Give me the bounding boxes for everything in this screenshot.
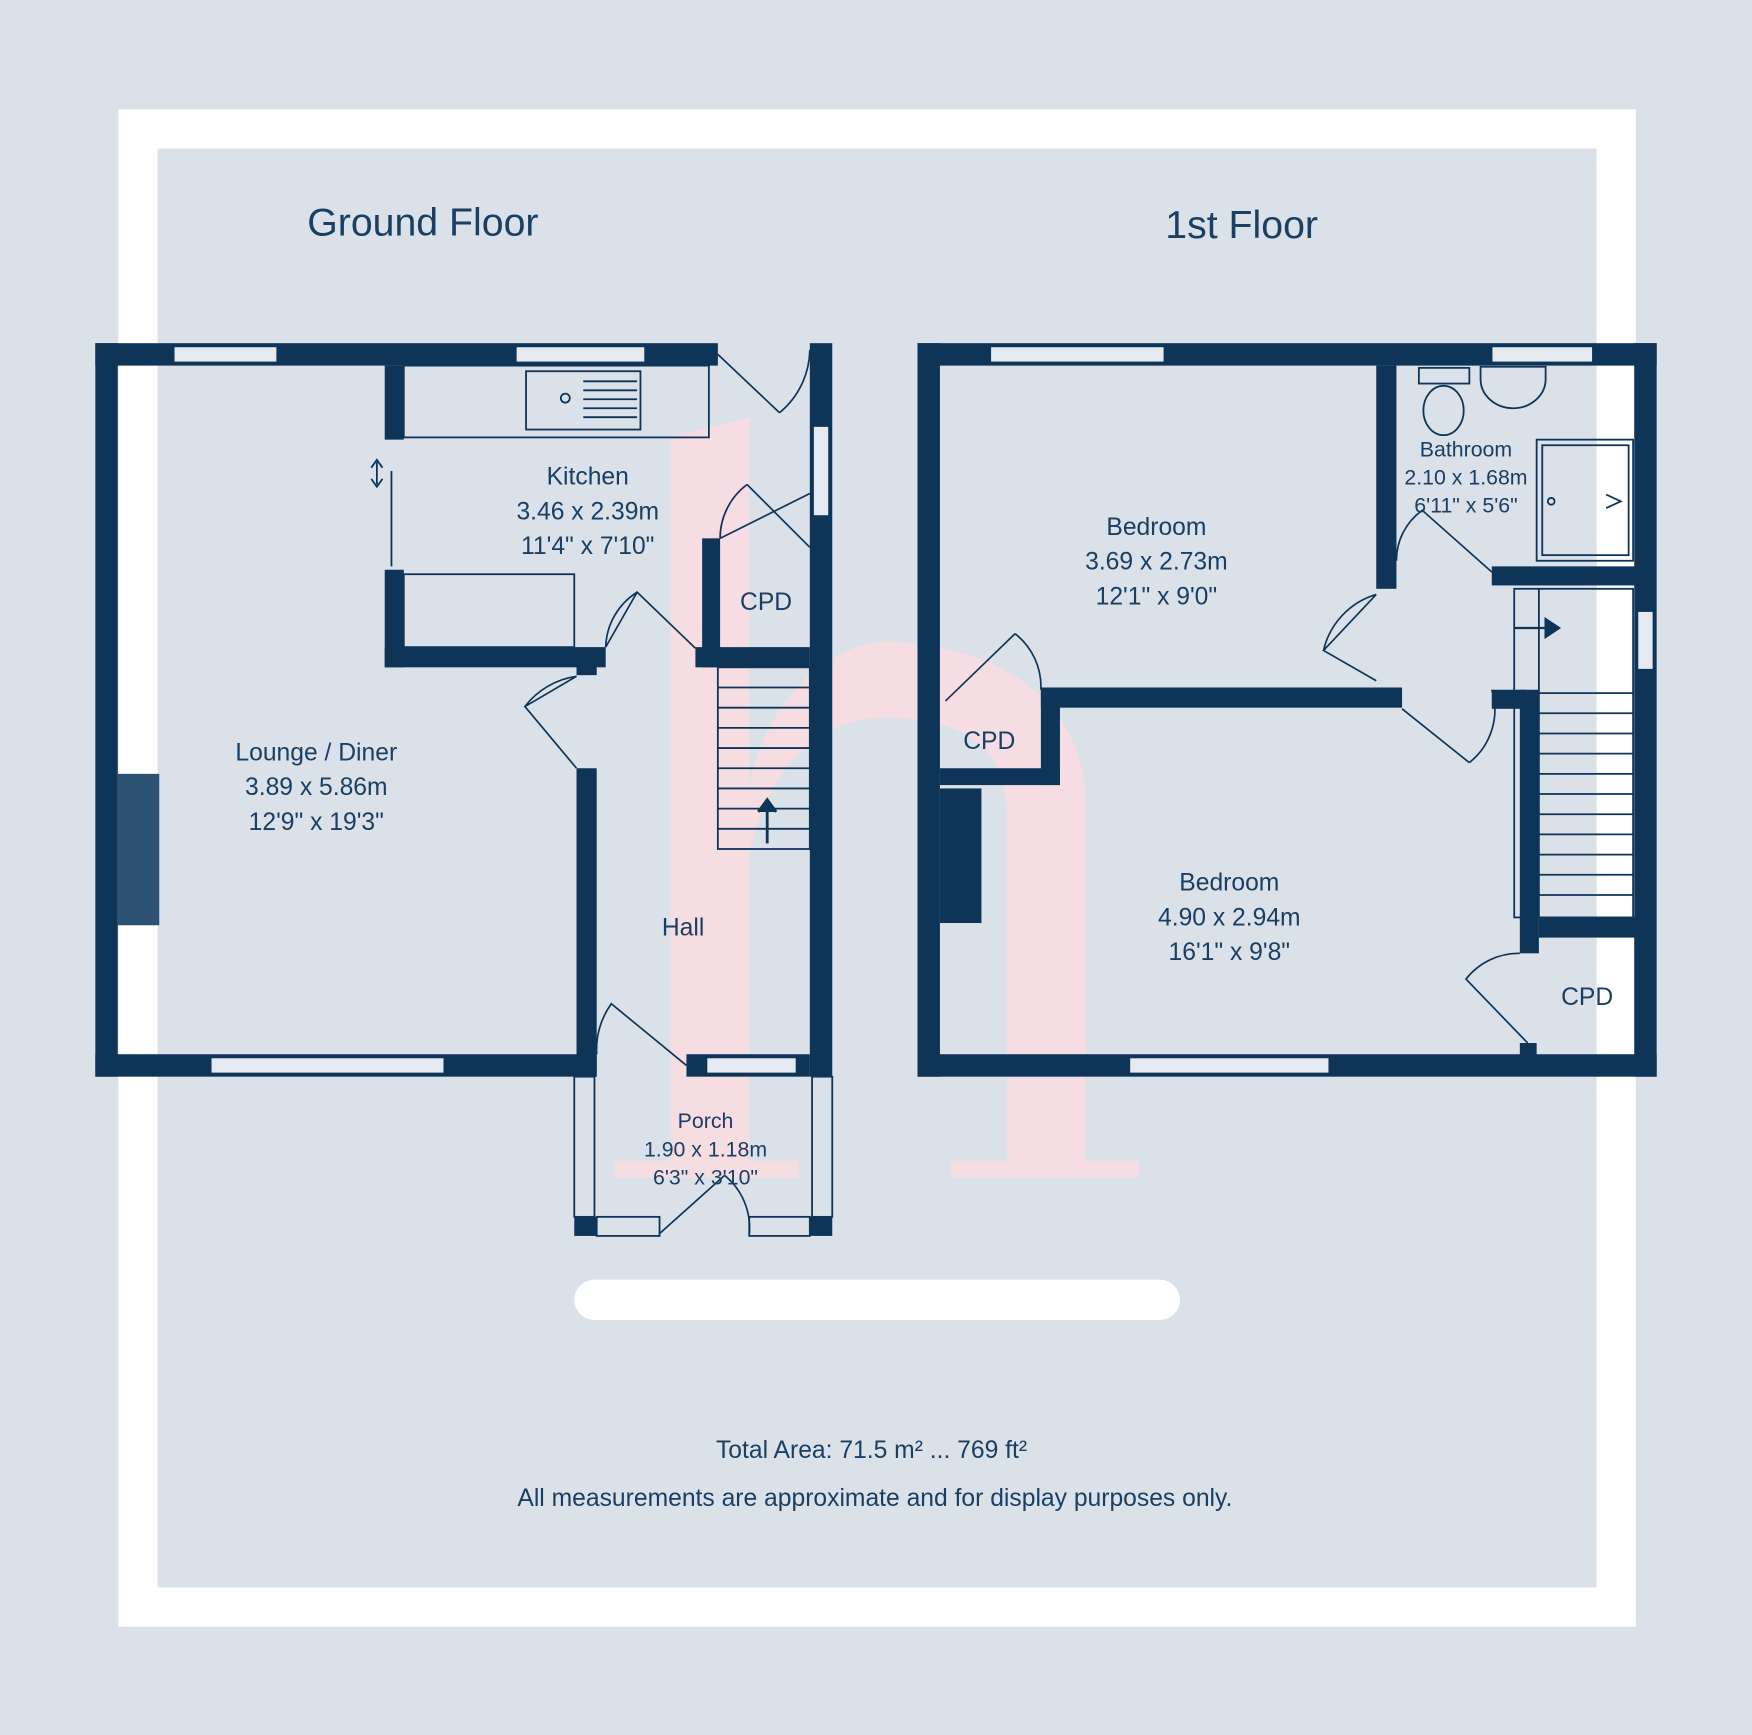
room-name: Lounge / Diner — [235, 739, 397, 766]
lounge-door[interactable] — [523, 675, 578, 769]
room-name: CPD — [963, 728, 1015, 755]
cpd-door[interactable] — [944, 632, 1042, 702]
first-floor-title: 1st Floor — [1165, 203, 1318, 247]
window — [1491, 345, 1594, 363]
toilet-icon — [1417, 366, 1471, 385]
disclaimer: All measurements are approximate and for… — [517, 1485, 1232, 1512]
room-metric: 4.90 x 2.94m — [1158, 904, 1301, 931]
kitchen-worktop — [402, 364, 710, 439]
ground-floor-plan: Kitchen 3.46 x 2.39m 11'4" x 7'10" CPD L… — [95, 343, 834, 1237]
room-name: Porch — [678, 1109, 734, 1133]
room-imperial: 6'3" x 3'10" — [653, 1165, 758, 1189]
bedroom-door[interactable] — [1322, 593, 1377, 682]
room-metric: 3.89 x 5.86m — [245, 774, 388, 801]
chimney-breast — [939, 788, 982, 924]
cpd-door[interactable] — [719, 483, 811, 548]
staircase — [716, 666, 811, 850]
room-metric: 3.46 x 2.39m — [516, 498, 659, 525]
kitchen-door[interactable] — [604, 590, 696, 649]
fireplace — [117, 773, 160, 926]
window — [1128, 1056, 1330, 1074]
window — [210, 1056, 445, 1074]
room-imperial: 16'1" x 9'8" — [1169, 939, 1291, 966]
room-name: Bedroom — [1179, 869, 1279, 896]
room-imperial: 12'1" x 9'0" — [1096, 584, 1218, 611]
opening-arrow-icon — [370, 458, 393, 567]
staircase — [1513, 587, 1635, 919]
front-door[interactable] — [595, 1002, 687, 1067]
bathroom-door[interactable] — [1395, 509, 1493, 573]
sink-icon — [525, 370, 642, 431]
shower-icon — [1535, 438, 1635, 562]
window — [989, 345, 1165, 363]
bedroom-door[interactable] — [1401, 689, 1496, 764]
stairs-arrow-icon — [1514, 616, 1562, 640]
room-name: CPD — [1561, 984, 1613, 1011]
window — [1636, 610, 1654, 671]
window — [812, 425, 830, 517]
cpd-door[interactable] — [1464, 952, 1529, 1044]
total-area: Total Area: 71.5 m² ... 769 ft² — [716, 1437, 1027, 1464]
room-metric: 3.69 x 2.73m — [1085, 549, 1228, 576]
room-imperial: 6'11" x 5'6" — [1414, 494, 1517, 518]
white-bar — [574, 1279, 1180, 1321]
room-name: Hall — [662, 914, 704, 941]
window — [515, 345, 646, 363]
room-name: Bathroom — [1420, 437, 1512, 461]
window — [173, 345, 278, 363]
window — [705, 1056, 798, 1074]
room-name: Bedroom — [1106, 514, 1206, 541]
stairs-up-arrow-icon — [757, 797, 778, 844]
back-door[interactable] — [717, 349, 811, 414]
room-name: Kitchen — [547, 464, 629, 491]
basin-icon — [1479, 365, 1547, 410]
room-metric: 2.10 x 1.68m — [1404, 466, 1527, 490]
room-imperial: 12'9" x 19'3" — [249, 809, 384, 836]
room-name: CPD — [740, 589, 792, 616]
room-metric: 1.90 x 1.18m — [644, 1137, 767, 1161]
room-imperial: 11'4" x 7'10" — [521, 533, 654, 560]
ground-floor-title: Ground Floor — [307, 201, 538, 245]
first-floor-plan: Bedroom 3.69 x 2.73m 12'1" x 9'0" Bathro… — [917, 343, 1657, 1077]
porch — [573, 1075, 834, 1237]
